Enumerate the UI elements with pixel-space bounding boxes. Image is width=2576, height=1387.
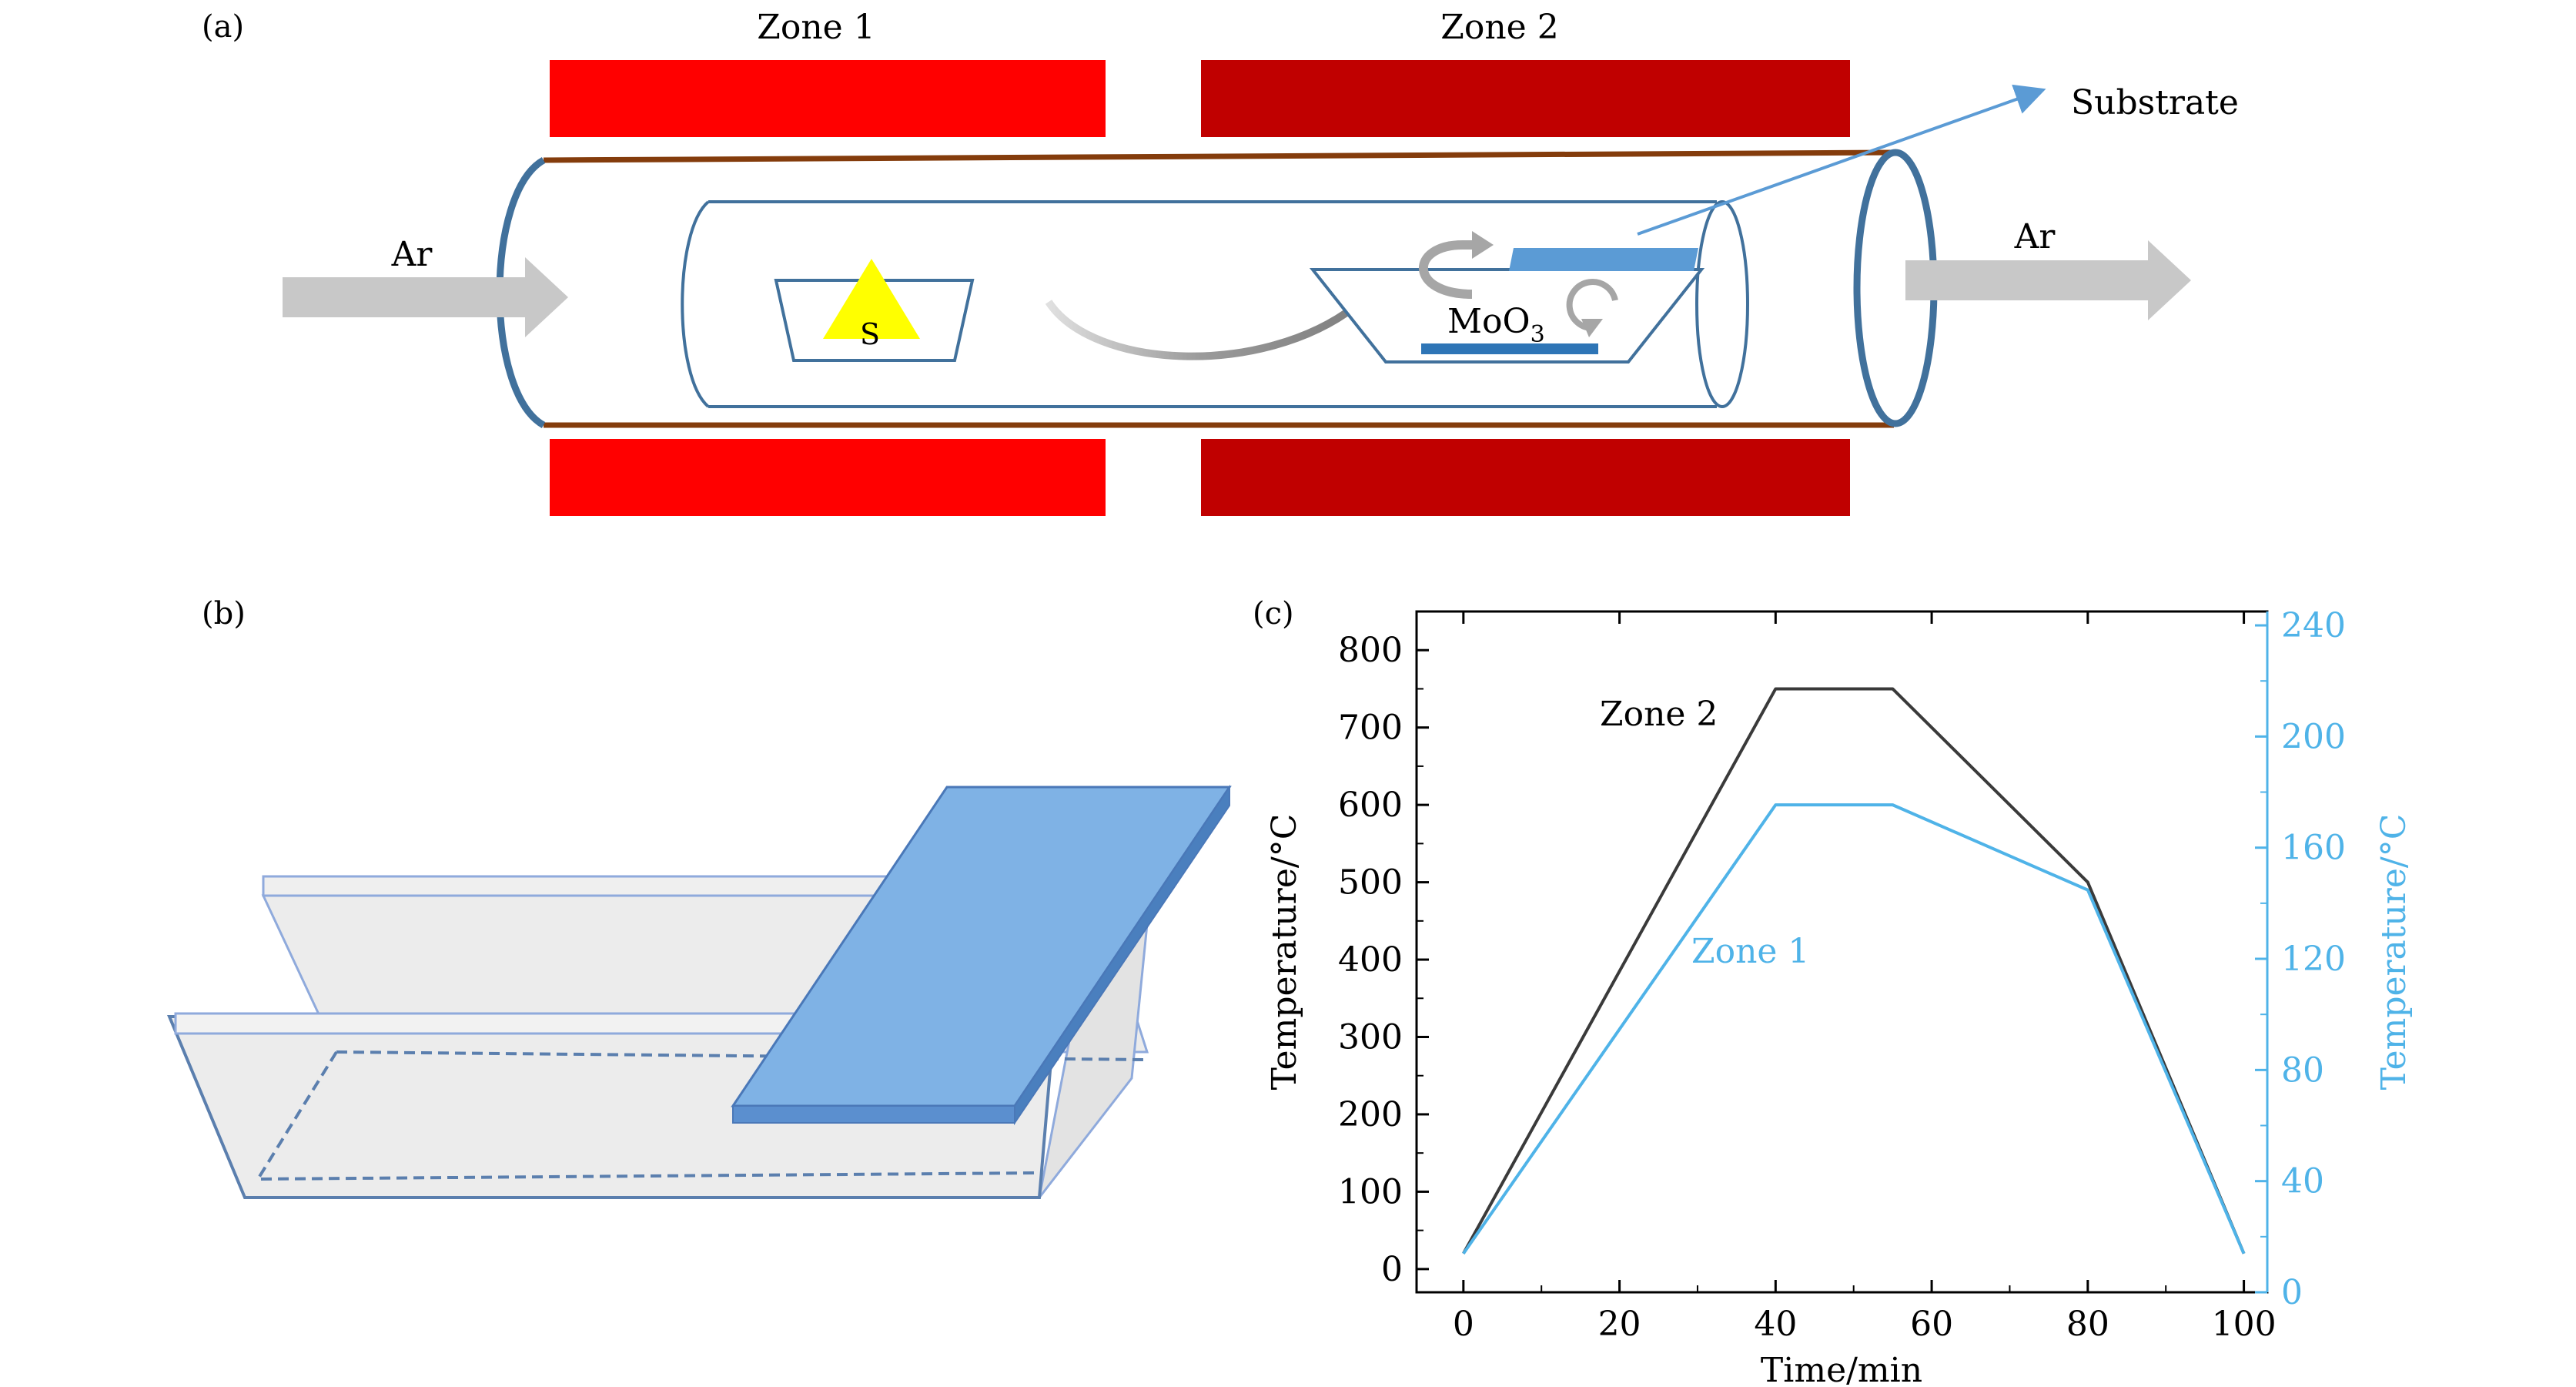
y-right-tick-label: 160 <box>2281 829 2346 868</box>
inner-tube-right-end <box>1695 200 1749 408</box>
zone1-curve-label: Zone 1 <box>1691 932 1809 971</box>
y-left-tick-label: 400 <box>1338 940 1403 980</box>
gas-inlet-arrow <box>283 257 568 337</box>
zone2-label: Zone 2 <box>1440 8 1558 47</box>
panel-label-a: (a) <box>202 9 244 45</box>
series-line-zone-2 <box>1462 687 2246 1255</box>
substrate-on-boat <box>1509 248 1698 271</box>
y-left-tick-label: 0 <box>1381 1250 1403 1289</box>
zone2-heater-bottom <box>1201 439 1850 516</box>
y-right-axis-ticks: 0 40 80 120 160 200 240 <box>2255 606 2346 1312</box>
sulfur-label: S <box>860 317 880 351</box>
tube-top-edge <box>543 149 1895 163</box>
series-line-zone-1 <box>1462 803 2246 1255</box>
gas-outlet-arrow <box>1905 240 2191 320</box>
x-tick-label: 0 <box>1453 1305 1474 1344</box>
substrate-label: Substrate <box>2071 83 2239 122</box>
y-right-tick-label: 40 <box>2281 1162 2324 1201</box>
plot-frame <box>1415 610 2269 1294</box>
y-left-tick-label: 300 <box>1338 1018 1403 1057</box>
y-left-tick-label: 500 <box>1338 863 1403 903</box>
substrate-slab-front <box>732 1105 1015 1124</box>
zone1-heater-top <box>550 60 1106 137</box>
x-tick-label: 80 <box>2066 1305 2109 1344</box>
series-lines <box>1462 687 2246 1255</box>
vapor-transport-arrow <box>1045 300 1358 360</box>
moo3-powder <box>1421 343 1598 354</box>
flow-hook-arrow-icon <box>1418 240 1477 299</box>
substrate-pointer-line <box>1637 84 2046 236</box>
x-tick-label: 100 <box>2212 1305 2277 1344</box>
boat-hidden-edge <box>255 1050 1040 1181</box>
flow-circle-arrow-icon <box>1566 279 1618 332</box>
sulfur-powder <box>823 259 920 339</box>
panel-label-c: (c) <box>1253 596 1294 632</box>
y-right-tick-label: 200 <box>2281 717 2346 756</box>
flow-circle-arrowhead-icon <box>1581 319 1603 337</box>
y-left-tick-label: 600 <box>1338 786 1403 825</box>
moo3-label: MoO3 <box>1447 302 1545 348</box>
x-axis-label: Time/min <box>1761 1351 1922 1387</box>
x-tick-label: 40 <box>1754 1305 1797 1344</box>
panel-b: (b) <box>166 596 1232 1199</box>
zone2-heater-top <box>1201 60 1850 137</box>
y-right-tick-label: 120 <box>2281 940 2346 979</box>
panel-label-b: (b) <box>202 596 246 632</box>
zone1-label: Zone 1 <box>757 8 875 47</box>
y-right-tick-label: 240 <box>2281 606 2346 645</box>
panel-a: (a) Zone 1 Zone 2 Ar Ar S MoO3 <box>202 8 2239 516</box>
x-axis-ticks: 0 20 40 60 80 100 <box>1453 611 2277 1344</box>
y-right-axis-label: Temperature/°C <box>2374 814 2414 1091</box>
y-left-tick-label: 700 <box>1338 709 1403 748</box>
zone1-heater-bottom <box>550 439 1106 516</box>
gas-outlet-label: Ar <box>2014 217 2056 256</box>
zone2-curve-label: Zone 2 <box>1600 695 1718 734</box>
y-right-tick-label: 80 <box>2281 1050 2324 1090</box>
flow-hook-arrowhead-icon <box>1472 231 1494 259</box>
gas-inlet-label: Ar <box>391 235 433 274</box>
y-left-axis-label: Temperature/°C <box>1265 814 1304 1091</box>
inner-tube-left-end <box>681 200 710 408</box>
x-tick-label: 60 <box>1910 1305 1953 1344</box>
y-right-tick-label: 0 <box>2281 1273 2303 1312</box>
y-left-tick-label: 200 <box>1338 1095 1403 1134</box>
y-left-axis-ticks: 0 100 200 300 400 500 600 700 800 <box>1338 631 1429 1289</box>
y-left-tick-label: 800 <box>1338 631 1403 670</box>
y-left-tick-label: 100 <box>1338 1172 1403 1211</box>
x-tick-label: 20 <box>1598 1305 1641 1344</box>
